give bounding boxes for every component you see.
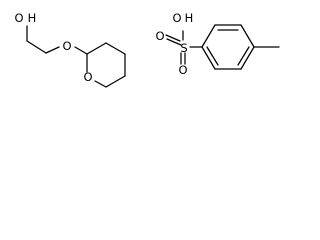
bond-carbon-to-ether-oxygen: [45, 46, 60, 54]
ring-bond-c1-c2: [201, 24, 216, 48]
bond-ether-oxygen-to-anomeric-carbon: [74, 46, 88, 55]
chemical-structure-canvas: O H O O: [0, 0, 302, 117]
benzene-ring: [201, 24, 255, 70]
ring-bond-c5-c6: [105, 75, 126, 88]
bond-sulfur-double-oxygen-right-top: [166, 38, 182, 46]
atom-label-ether-oxygen: O: [62, 39, 71, 53]
ring-bond-c6-c1: [201, 46, 216, 70]
aromatic-inner-bond-lower-left: [206, 46, 219, 66]
atom-label-double-bond-oxygen-top: O: [155, 29, 164, 43]
ring-bond-c3-c4: [105, 42, 126, 55]
molecule-p-toluenesulfonic-acid: O H S O O: [155, 11, 280, 77]
atom-label-sulfonic-hydroxyl-oxygen: O: [172, 11, 181, 25]
ring-bond-c4-c5: [240, 46, 255, 70]
atom-label-ring-oxygen: O: [83, 70, 92, 84]
bond-carbon-to-carbon-chain: [26, 40, 47, 54]
ring-bond-c3-c4: [240, 24, 255, 48]
atom-label-double-bond-oxygen-bottom: O: [178, 63, 187, 77]
atom-label-sulfonic-hydroxyl-hydrogen: H: [185, 11, 194, 25]
aromatic-inner-bond-lower-right: [237, 46, 250, 66]
ring-bond-c6-ring-oxygen: [94, 80, 107, 88]
bond-sulfur-double-oxygen-left-top: [165, 34, 181, 42]
molecule-tetrahydropyranyloxy-ethanol: O H O O: [14, 11, 126, 88]
atom-label-sulfur: S: [180, 41, 187, 55]
ring-bond-c2-c3: [86, 42, 107, 55]
atom-label-hydroxyl-oxygen: O: [14, 11, 23, 25]
atom-label-hydroxyl-hydrogen: H: [28, 11, 37, 25]
tetrahydropyran-ring: [86, 42, 126, 88]
chemical-structure-drawing: O H O O: [14, 11, 280, 88]
